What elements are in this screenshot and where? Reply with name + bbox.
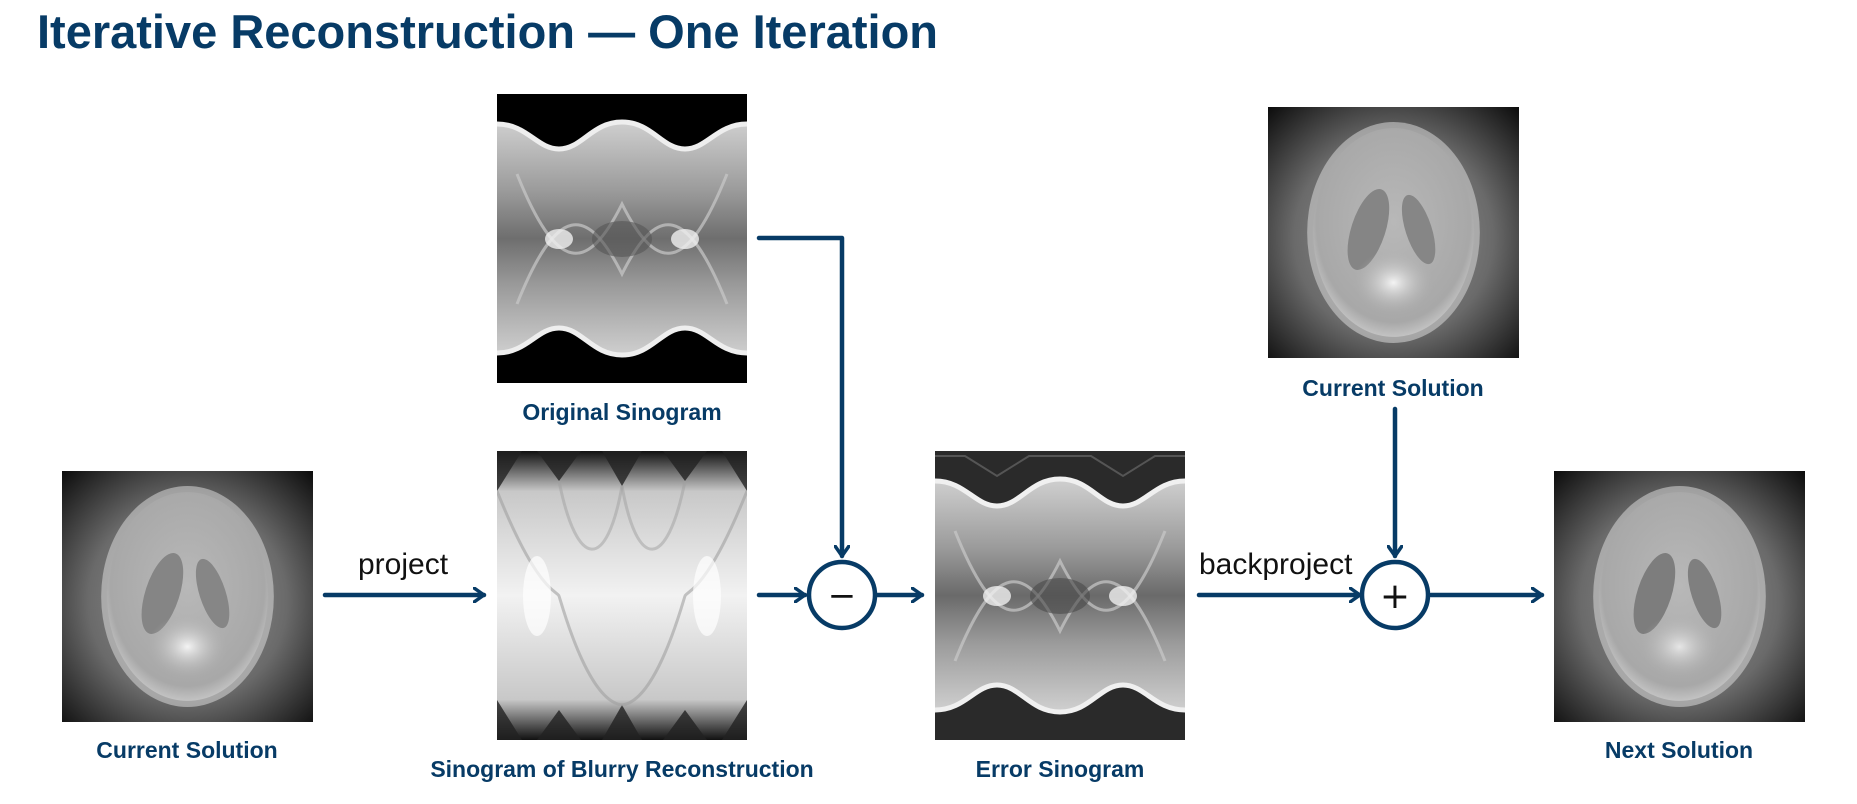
- current-solution-top-image: [1268, 107, 1519, 358]
- original-sinogram-caption: Original Sinogram: [522, 399, 722, 425]
- current-solution-left-image: [62, 471, 313, 722]
- next-solution-caption: Next Solution: [1604, 737, 1754, 763]
- diagram-title: Iterative Reconstruction — One Iteration: [37, 5, 939, 58]
- subtract-symbol: −: [828, 576, 857, 616]
- current-solution-top-caption: Current Solution: [1302, 375, 1484, 401]
- original-sinogram-image: [497, 94, 747, 383]
- project-label: project: [358, 548, 449, 581]
- backproject-label: backproject: [1199, 548, 1353, 581]
- add-operator: +: [1359, 559, 1431, 631]
- original-to-subtract-arrow: [756, 235, 842, 559]
- current-solution-left-caption: Current Solution: [96, 737, 278, 763]
- blurry-sinogram-image: [497, 451, 747, 740]
- next-solution-image: [1554, 471, 1805, 722]
- add-symbol: +: [1380, 576, 1410, 617]
- error-sinogram-image: [935, 451, 1185, 740]
- subtract-operator: −: [806, 559, 878, 631]
- error-sinogram-caption: Error Sinogram: [975, 756, 1145, 782]
- blurry-sinogram-caption: Sinogram of Blurry Reconstruction: [430, 756, 814, 782]
